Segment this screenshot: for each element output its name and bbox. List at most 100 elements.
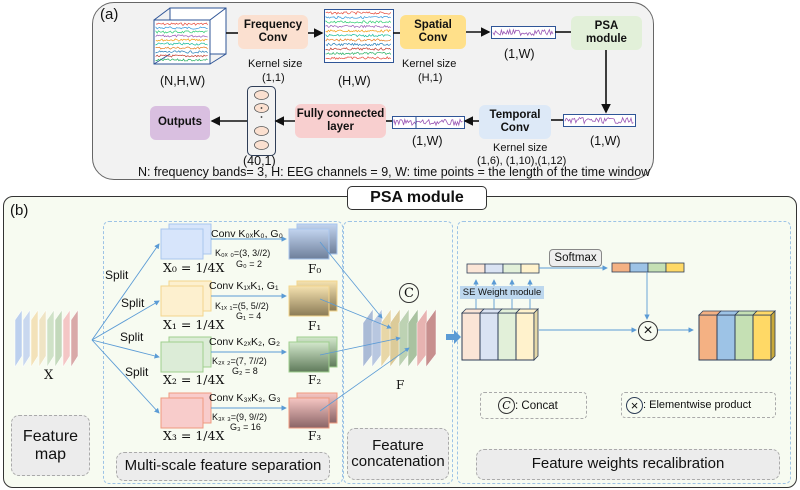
concat-legend-text: : Concat xyxy=(515,399,558,412)
psa-module-title: PSA module xyxy=(347,186,487,210)
branch-output-front xyxy=(288,341,330,373)
output-side xyxy=(770,310,776,361)
se-input-channel xyxy=(461,312,481,361)
freq-kernel-title: Kernel size xyxy=(248,58,303,70)
branch-1-kernel: K₁ₓ ₁=(5, 5//2) xyxy=(215,301,269,311)
branch-2-conv: Conv K₂ₓK₂, G₂ xyxy=(209,336,281,348)
branch-output-front xyxy=(288,397,330,429)
eeg-wave xyxy=(325,33,392,38)
split-label-0: Split xyxy=(105,268,129,282)
concat-feature-slice xyxy=(398,308,410,368)
stage-feature-map: Feature map xyxy=(11,415,90,476)
se-weight-module-label: SE Weight module xyxy=(460,286,544,299)
shape-after-freq: (H,W) xyxy=(338,74,371,88)
output-channel xyxy=(752,314,772,361)
freq-kernel-value: (1,1) xyxy=(262,72,285,84)
panel-a-footnote: N: frequency bands= 3, H: EEG channels =… xyxy=(138,165,651,179)
branch-3-f-label: F₃ xyxy=(308,429,322,443)
frequency-conv-block: Frequency Conv xyxy=(238,15,308,49)
shape-after-spatial: (1,W) xyxy=(504,47,535,61)
temporal-kernel-title: Kernel size xyxy=(493,142,548,154)
concat-symbol: C xyxy=(399,283,419,303)
neuron xyxy=(254,90,269,100)
branch-2-x-label: X₂ = 1/4X xyxy=(163,372,225,387)
concat-feature-slice xyxy=(416,308,428,368)
eeg-wave xyxy=(325,24,391,29)
eeg-wave xyxy=(325,29,392,33)
input-feature-slice xyxy=(38,309,47,368)
eeg-wave xyxy=(325,56,392,60)
branch-2-kernel: K₂ₓ ₂=(7, 7//2) xyxy=(212,356,267,366)
branch-0-f-label: F₀ xyxy=(308,262,322,276)
branch-output-front xyxy=(288,285,330,317)
legend-concat: C : Concat xyxy=(480,392,587,419)
softmax-vector-cell xyxy=(665,262,685,273)
stage-recalibration: Feature weights recalibration xyxy=(476,449,780,480)
branch-3-kernel: K₃ₓ ₃=(9, 9//2) xyxy=(212,412,268,422)
concat-feature-slice xyxy=(371,308,383,368)
branch-0-x-label: X₀ = 1/4X xyxy=(163,260,225,275)
spatial-conv-block: Spatial Conv xyxy=(400,15,466,49)
eeg-wave xyxy=(155,26,208,30)
branch-0-groups: G₀ = 2 xyxy=(236,259,262,269)
weight-vector-cell xyxy=(484,263,504,274)
branch-2-groups: G₂ = 8 xyxy=(232,366,258,376)
eeg-wave xyxy=(325,20,392,24)
concat-to-recal-arrow xyxy=(446,330,461,344)
signal-wave xyxy=(393,118,463,127)
split-arrow xyxy=(91,243,160,341)
eeg-wave xyxy=(325,38,392,42)
softmax-vector-cell xyxy=(629,262,649,273)
input-feature-slice xyxy=(14,309,23,368)
eeg-wave xyxy=(155,30,208,34)
branch-output-front xyxy=(288,228,330,260)
input-feature-slice xyxy=(54,309,63,368)
temporal-conv-block: Temporal Conv xyxy=(479,105,551,139)
eeg-wave xyxy=(325,42,392,47)
product-symbol: × xyxy=(638,321,658,341)
fully-connected-block: Fully connected layer xyxy=(295,104,386,138)
eeg-wave xyxy=(155,22,208,26)
shape-after-psa: (1,W) xyxy=(590,134,621,148)
branch-3-x-label: X₃ = 1/4X xyxy=(163,428,225,443)
eeg-wave xyxy=(155,54,208,58)
neuron xyxy=(254,126,269,136)
eeg-wave xyxy=(155,38,208,42)
stage-concatenation: Feature concatenation xyxy=(347,428,449,480)
signal-wave xyxy=(564,116,634,125)
fc-neurons xyxy=(247,86,276,156)
branch-1-f-label: F₁ xyxy=(308,319,322,333)
legend-product: × : Elementwise product xyxy=(621,392,776,418)
product-legend-icon: × xyxy=(626,396,643,414)
shape-fc-out: (40,1) xyxy=(243,154,276,168)
softmax-vector-cell xyxy=(647,262,667,273)
branch-0-conv: Conv K₀ₓK₀, G₀ xyxy=(211,228,283,240)
branch-2-f-label: F₂ xyxy=(308,373,322,387)
se-input-channel xyxy=(497,312,517,361)
to-concat-arrow xyxy=(319,336,401,356)
concat-output-label: F xyxy=(396,378,405,392)
branch-3-conv: Conv K₃ₓK₃, G₃ xyxy=(209,392,281,404)
signal-wave xyxy=(492,28,554,37)
concat-feature-slice xyxy=(425,308,437,368)
neuron xyxy=(254,140,269,150)
concat-feature-slice xyxy=(380,308,392,368)
to-concat-arrow xyxy=(319,347,410,412)
split-arrow xyxy=(91,339,160,414)
se-input-side xyxy=(533,308,539,361)
branch-input-front xyxy=(160,228,204,260)
concat-legend-icon: C xyxy=(498,397,515,414)
signal-after-temporal xyxy=(392,116,465,129)
weight-vector-cell xyxy=(502,263,522,274)
branch-input-front xyxy=(160,341,204,373)
input-feature-slice xyxy=(22,309,31,368)
eeg-wave xyxy=(155,50,208,54)
split-label-3: Split xyxy=(125,365,149,379)
branch-1-groups: G₁ = 4 xyxy=(236,311,262,321)
branch-1-conv: Conv K₁ₓK₁, G₁ xyxy=(209,280,279,292)
temporal-kernel-value: (1,6), (1,10),(1,12) xyxy=(477,155,567,167)
concat-feature-slice xyxy=(407,308,419,368)
output-channel xyxy=(734,314,754,361)
split-label-2: Split xyxy=(120,330,144,344)
